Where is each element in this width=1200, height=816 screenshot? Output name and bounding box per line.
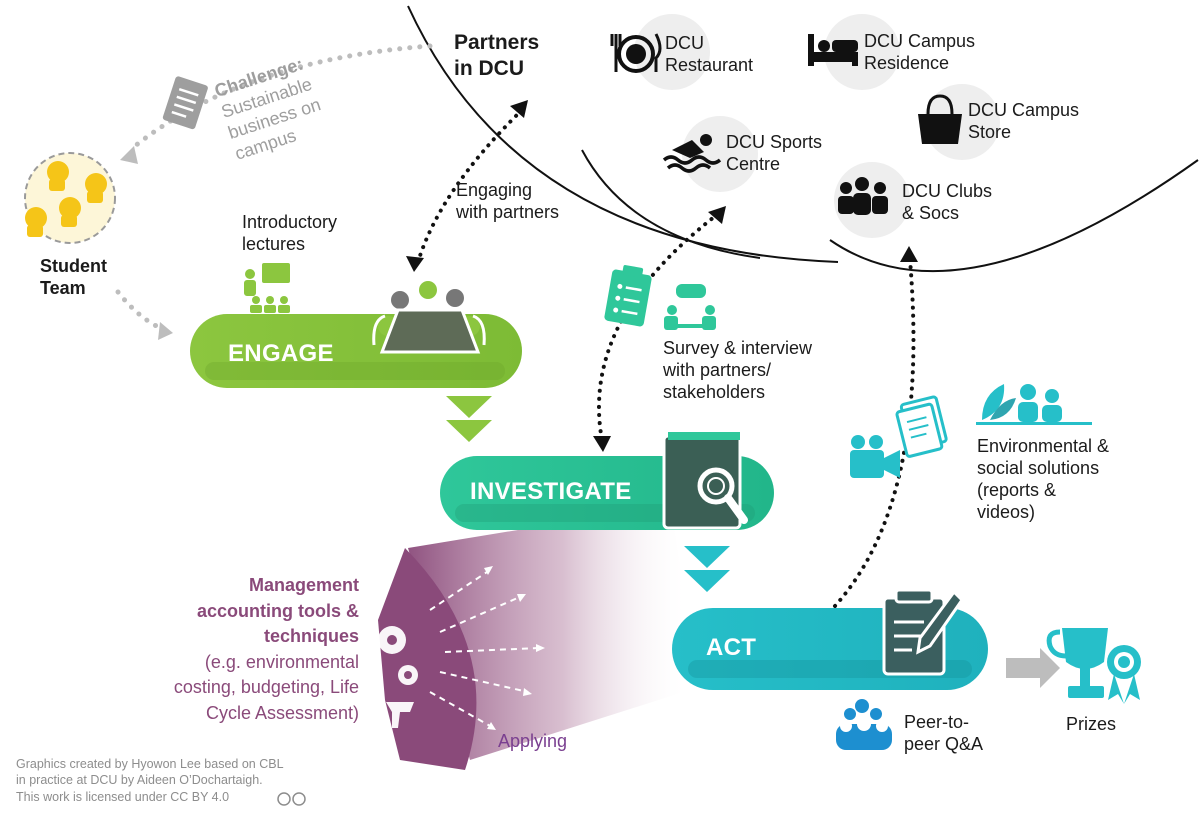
credit-text: Graphics created by Hyowon Lee based on … [16, 757, 284, 804]
applying-cone [378, 505, 690, 770]
interview-icon [664, 284, 716, 330]
partner-arcs [407, 5, 1199, 273]
student-team-label: Student Team [40, 256, 107, 298]
gears-icon [378, 626, 418, 728]
cutlery-icon [610, 14, 710, 90]
partner-residence-label: DCU Campus Residence [864, 31, 976, 73]
partners-title: Partners in DCU [454, 31, 540, 80]
bed-icon [808, 14, 900, 90]
connector-arrowheads [120, 100, 918, 452]
video-camera-icon [850, 435, 900, 478]
student-team-icon [24, 152, 116, 244]
survey-clipboard-icon [604, 265, 652, 327]
act-stage-label: ACT [706, 634, 757, 661]
shopping-bag-icon [918, 84, 1000, 160]
management-tools-label: Management accounting tools & techniques… [173, 575, 359, 723]
partner-sports-label: DCU Sports Centre [726, 132, 823, 174]
partner-restaurant-label: DCU Restaurant [665, 33, 754, 75]
peer-qa-icon [836, 699, 892, 750]
applying-label: Applying [498, 731, 568, 751]
introductory-lectures-label: Introductory lectures [242, 212, 338, 254]
people-group-icon [834, 162, 910, 238]
survey-label: Survey & interview with partners/ stakeh… [663, 338, 813, 402]
engage-stage-label: ENGAGE [228, 340, 334, 367]
meeting-table-icon [372, 281, 486, 354]
cc-license-icon [277, 792, 306, 806]
investigate-stage-label: INVESTIGATE [470, 478, 632, 505]
act-to-prizes-arrow [1006, 648, 1060, 688]
document-pen-icon [882, 588, 964, 676]
book-magnifier-icon [662, 432, 748, 530]
dotted-connectors [115, 43, 916, 608]
trophy-icon [1046, 628, 1108, 698]
swimmer-icon [662, 116, 758, 192]
environment-people-icon [976, 384, 1092, 425]
engaging-partners-label: Engaging with partners [456, 180, 560, 222]
partner-store-label: DCU Campus Store [968, 100, 1080, 142]
engage-to-investigate-chevron [446, 396, 492, 442]
investigate-to-act-chevron [684, 546, 730, 592]
prizes-label: Prizes [1066, 714, 1117, 734]
lecture-icon [244, 263, 290, 313]
peer-qa-label: Peer-to- peer Q&A [904, 712, 984, 754]
solutions-label: Environmental & social solutions (report… [977, 436, 1110, 522]
challenge-document-icon [162, 76, 208, 130]
medal-icon [1107, 645, 1141, 704]
partner-clubs-label: DCU Clubs & Socs [902, 181, 993, 223]
reports-icon [895, 395, 948, 458]
